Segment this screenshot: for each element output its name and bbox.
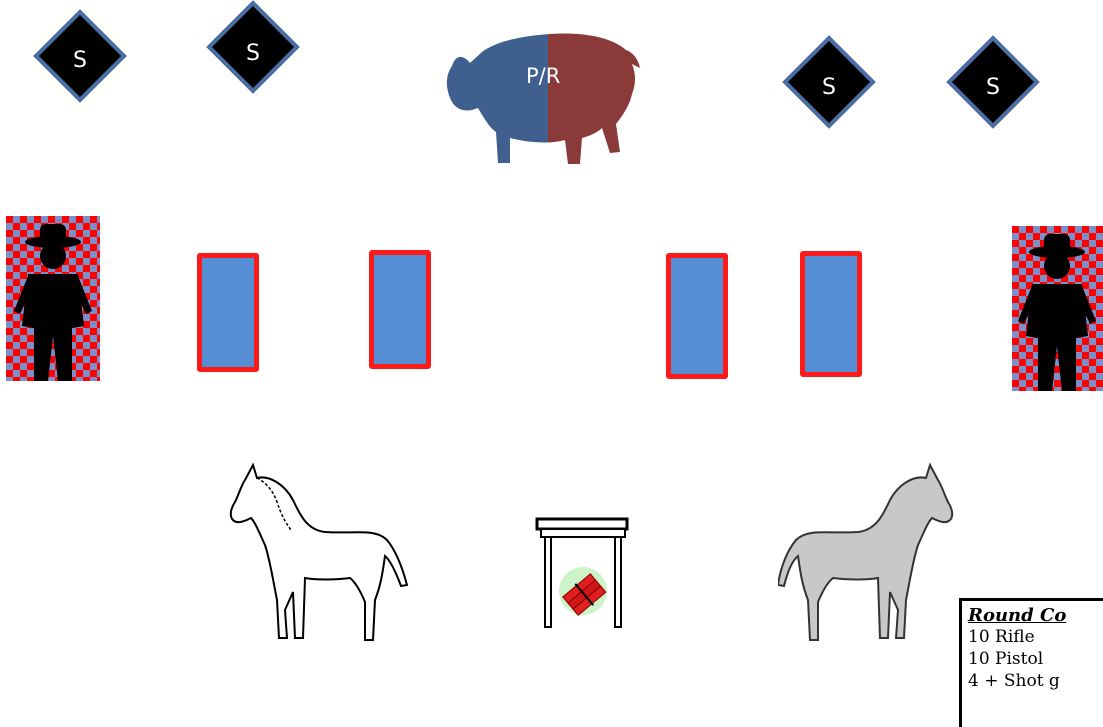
rect-target-3 <box>666 253 728 379</box>
rect-target-4 <box>800 251 862 377</box>
shotgun-target-1-label: S <box>60 48 100 74</box>
bandit-target-left <box>6 216 100 381</box>
horse-white-icon <box>215 460 415 645</box>
shotgun-target-2-label: S <box>233 41 273 67</box>
shotgun-target-3-label: S <box>809 75 849 101</box>
cowboy-silhouette-icon <box>1012 226 1103 391</box>
buffalo-target <box>440 28 645 168</box>
dynamite-table-icon <box>535 515 630 630</box>
round-count-box: Round Co 10 Rifle 10 Pistol 4 + Shot g <box>959 598 1103 727</box>
buffalo-target-label: P/R <box>526 64 560 88</box>
rect-target-1 <box>197 253 259 372</box>
round-count-shotgun: 4 + Shot g <box>968 670 1103 692</box>
round-count-title: Round Co <box>968 605 1103 626</box>
bandit-target-right <box>1012 226 1103 391</box>
horse-grey-icon <box>778 460 968 645</box>
shotgun-target-4-label: S <box>973 75 1013 101</box>
round-count-rifle: 10 Rifle <box>968 626 1103 648</box>
cowboy-silhouette-icon <box>6 216 100 381</box>
round-count-pistol: 10 Pistol <box>968 648 1103 670</box>
rect-target-2 <box>369 250 431 369</box>
